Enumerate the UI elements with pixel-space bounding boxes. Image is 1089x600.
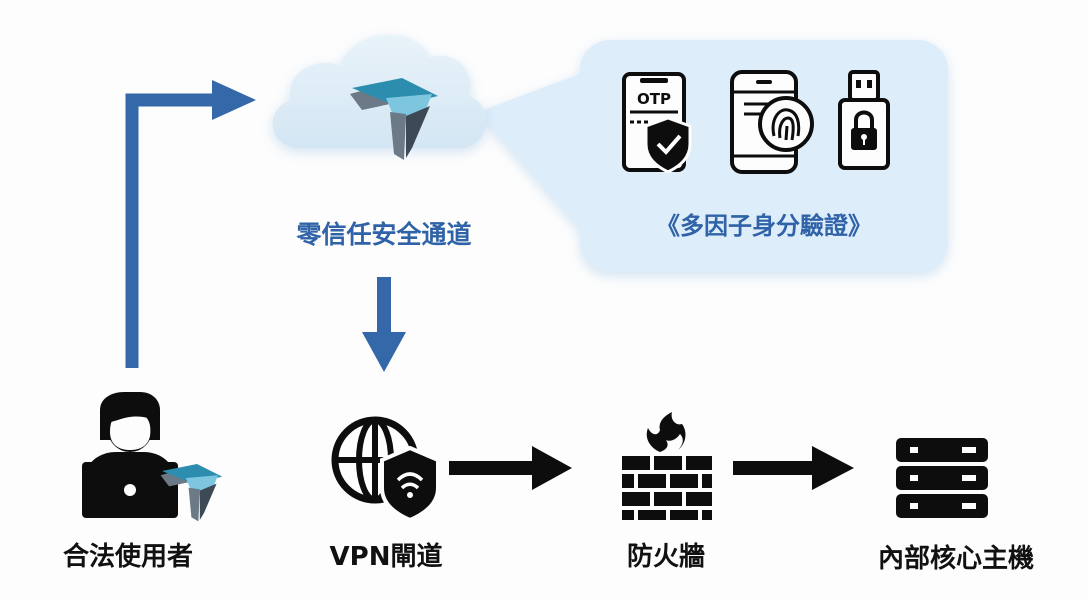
arrow-cloud-to-vpn bbox=[362, 277, 406, 372]
mfa-label: 《多因子身分驗證》 bbox=[656, 212, 872, 240]
user-laptop-icon bbox=[82, 392, 178, 518]
otp-phone-icon: OTP bbox=[622, 72, 692, 174]
tunnel-label: 零信任安全通道 bbox=[296, 220, 472, 249]
arrow-user-to-cloud bbox=[125, 80, 256, 368]
arrow-vpn-to-firewall bbox=[449, 446, 572, 490]
vpn-globe-shield-icon bbox=[331, 416, 440, 523]
firewall-icon bbox=[622, 412, 712, 520]
server-label: 內部核心主機 bbox=[877, 544, 1035, 574]
firewall-label: 防火牆 bbox=[626, 542, 706, 572]
server-icon bbox=[896, 438, 988, 518]
arrow-firewall-to-server bbox=[733, 446, 854, 490]
vpn-label: VPN閘道 bbox=[329, 542, 443, 572]
user-logo-icon bbox=[160, 464, 223, 522]
usb-key-icon bbox=[838, 70, 890, 170]
user-label: 合法使用者 bbox=[62, 542, 194, 572]
fingerprint-phone-icon bbox=[730, 70, 814, 174]
otp-text: OTP bbox=[637, 90, 671, 108]
zero-trust-logo-icon bbox=[350, 78, 438, 160]
